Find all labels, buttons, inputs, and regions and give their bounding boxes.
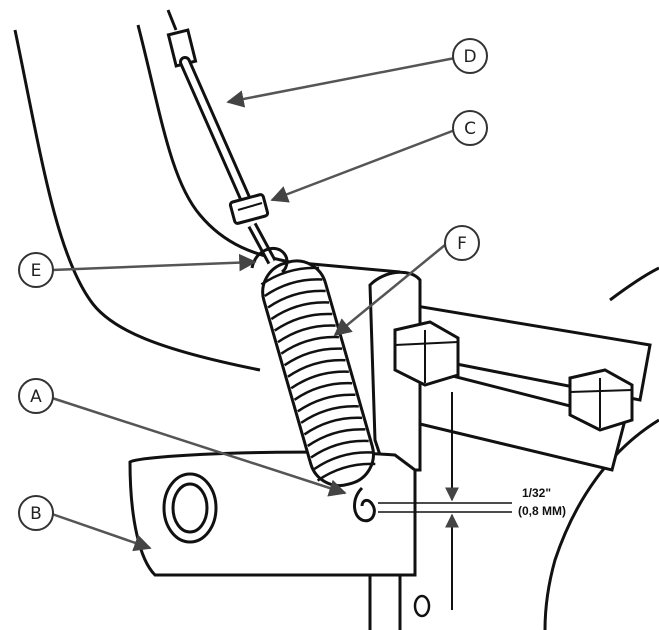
leader-f — [333, 244, 446, 337]
spring-bottom-hook — [353, 486, 376, 523]
housing-panel — [13, 29, 261, 372]
leader-e — [51, 253, 257, 272]
callout-d: D — [452, 38, 488, 74]
cable-rod — [166, 9, 277, 265]
frame-top-edge — [609, 266, 659, 302]
callout-e: E — [18, 252, 54, 288]
callout-f: F — [444, 225, 480, 261]
frame-right-curve — [543, 418, 659, 630]
dimension-metric: (0,8 MM) — [518, 504, 566, 518]
housing-inner-edge — [136, 24, 401, 274]
svg-text:D: D — [463, 47, 476, 67]
svg-text:A: A — [30, 387, 42, 407]
callout-c: C — [452, 110, 488, 146]
leader-c — [270, 128, 456, 203]
lever-arm-hole — [162, 472, 218, 544]
svg-text:E: E — [31, 261, 42, 281]
svg-text:F: F — [457, 234, 467, 254]
svg-text:C: C — [464, 119, 476, 139]
lever-post — [368, 575, 402, 630]
jam-nut — [228, 193, 270, 225]
callout-b: B — [18, 495, 54, 531]
spring-top-hook — [250, 246, 289, 274]
leader-a — [51, 396, 347, 497]
bolt-lower — [568, 368, 634, 432]
bolt-upper — [393, 320, 460, 387]
callout-a: A — [18, 378, 54, 414]
dimension-marker — [378, 392, 512, 610]
dimension-imperial: 1/32" — [522, 486, 551, 500]
svg-text:B: B — [30, 504, 42, 524]
leader-d — [226, 56, 456, 108]
leader-lines — [51, 56, 456, 552]
leader-b — [51, 512, 152, 552]
post-hole — [413, 594, 431, 618]
